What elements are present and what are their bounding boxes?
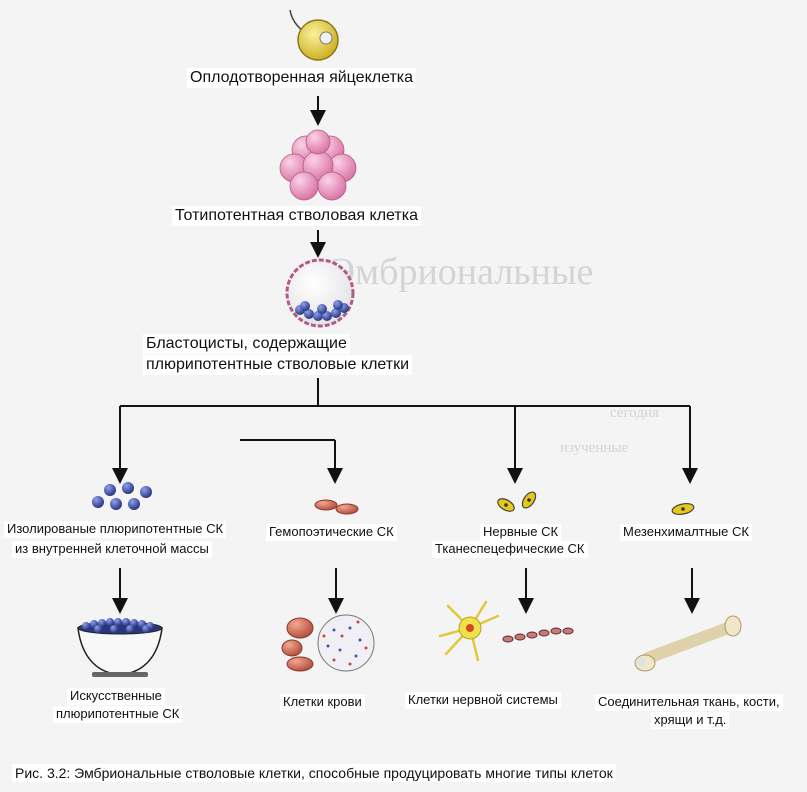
isolated-cells-icon <box>92 482 152 510</box>
neural-cells-icon <box>497 491 537 512</box>
product-arrows <box>112 568 700 614</box>
branch-lines <box>112 405 698 484</box>
morula-icon <box>279 129 357 201</box>
artificial-label-line2: плюрипотентные СК <box>53 706 183 723</box>
mesenchymal-label: Мезенхималтные СК <box>620 524 752 541</box>
isolated-label-line1: Изолированые плюрипотентные СК <box>4 521 227 538</box>
zygote-label: Оплодотворенная яйцеклетка <box>187 68 417 89</box>
blastocyst-icon <box>285 258 355 328</box>
connective-label-line2: хрящи и т.д. <box>651 712 730 729</box>
blastocyst-label-line2: плюрипотентные стволовые клетки <box>143 355 413 376</box>
petri-dish-icon <box>77 618 163 677</box>
isolated-label-line2: из внутренней клеточной массы <box>12 541 212 558</box>
connective-label-line1: Соединительная ткань, кости, <box>595 694 783 711</box>
bone-icon <box>634 615 742 672</box>
nervous-label: Клетки нервной системы <box>405 692 561 709</box>
mesenchymal-cells-icon <box>671 503 695 515</box>
neural-label-line1: Нервные СК <box>480 524 562 541</box>
totipotent-label: Тотипотентная стволовая клетка <box>172 206 421 227</box>
artificial-label-line1: Искусственные <box>67 688 165 705</box>
hematopoietic-cells-icon <box>314 499 359 515</box>
hematopoietic-label: Гемопоэтические СК <box>266 524 397 541</box>
blood-label: Клетки крови <box>280 694 365 711</box>
neuron-icon <box>438 600 574 662</box>
figure-caption: Рис. 3.2: Эмбриональные стволовые клетки… <box>12 764 616 783</box>
blastocyst-label-line1: Бластоцисты, содержащие <box>143 334 350 355</box>
blood-cells-icon <box>281 614 375 672</box>
zygote-icon <box>289 9 339 61</box>
neural-label-line2: Тканеспецефические СК <box>432 541 588 558</box>
